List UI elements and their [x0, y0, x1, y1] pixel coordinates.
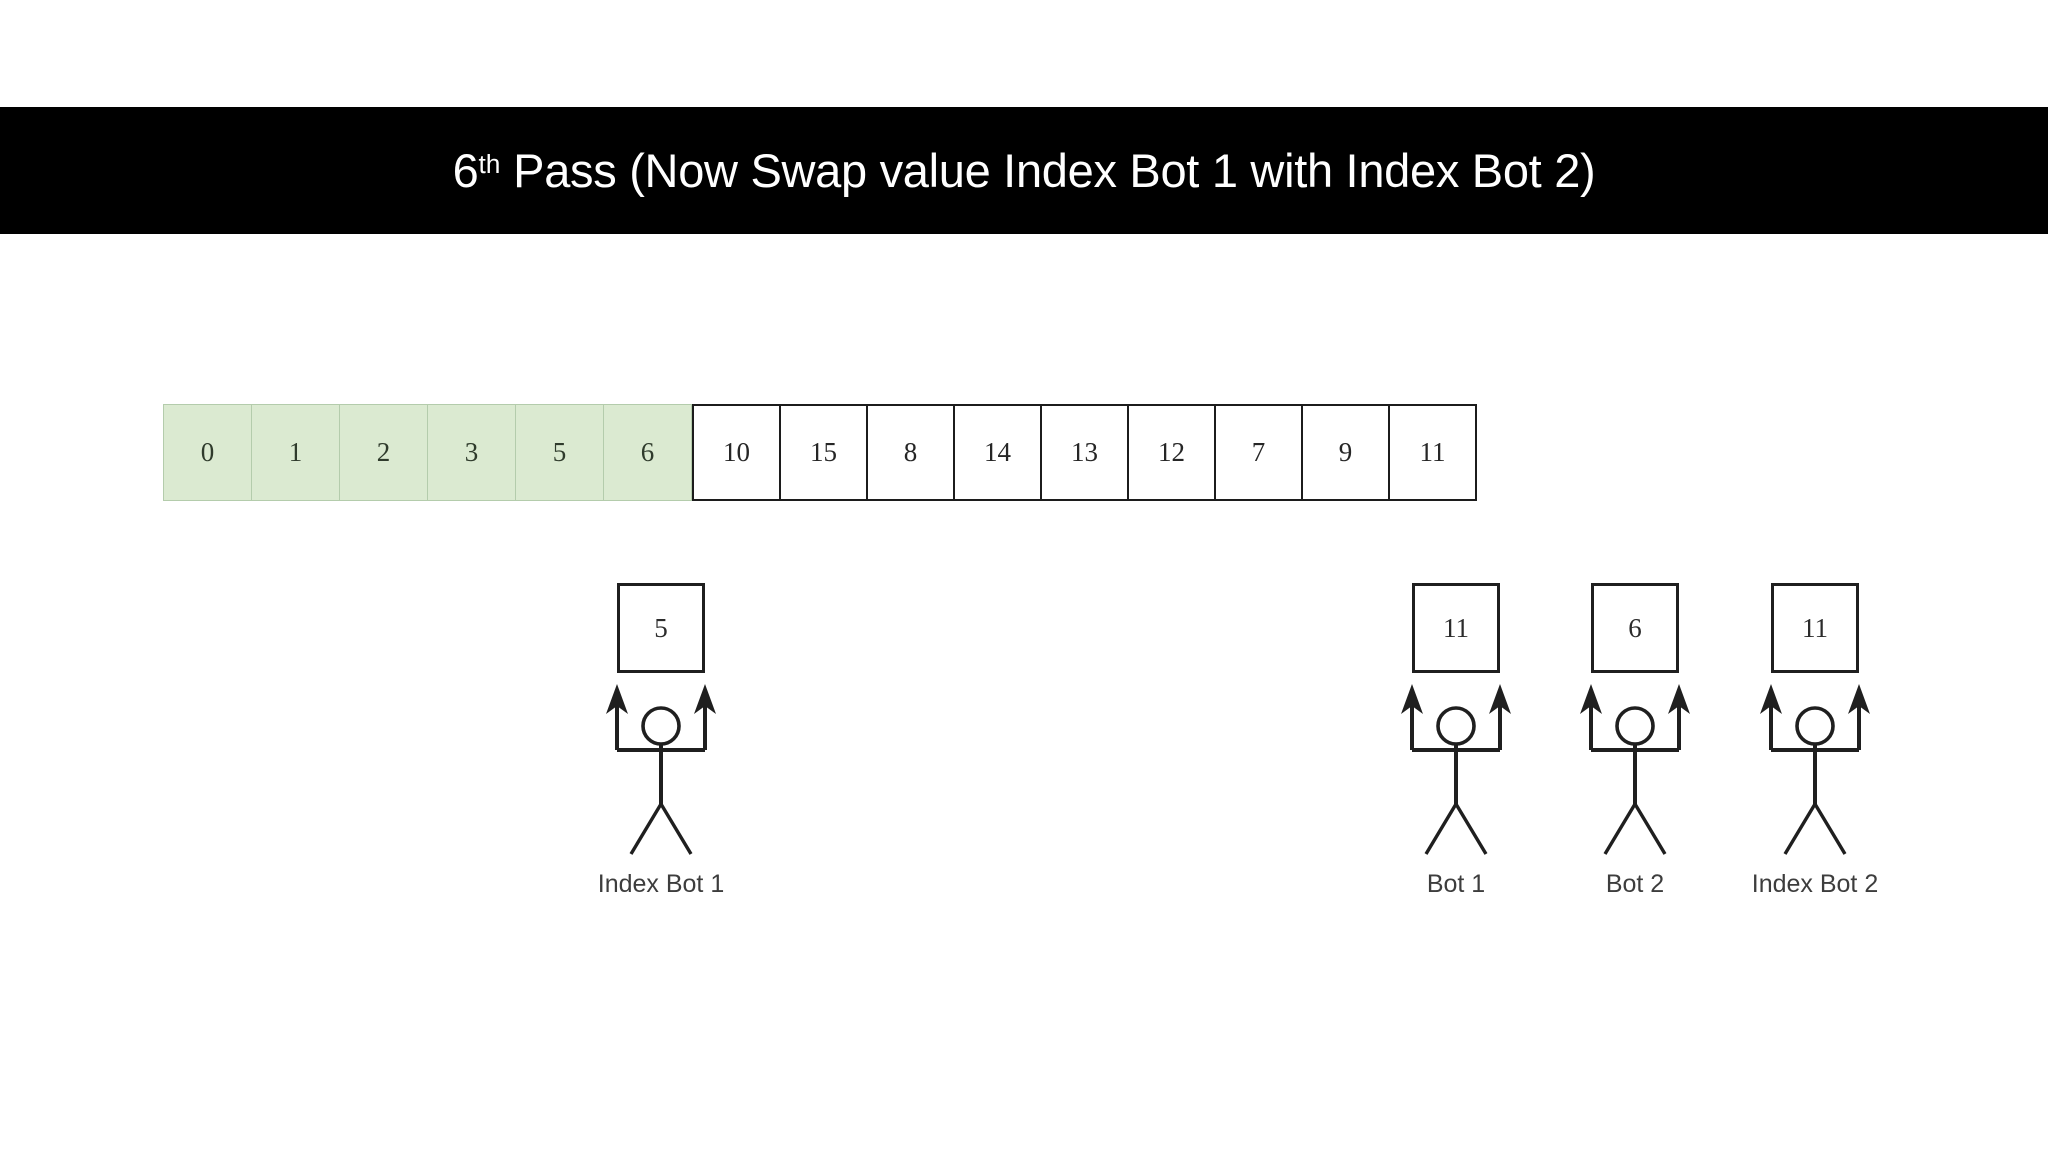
array-cell[interactable]: 15: [779, 404, 868, 501]
array-cell[interactable]: 1: [251, 404, 340, 501]
title-banner: 6th Pass (Now Swap value Index Bot 1 wit…: [0, 107, 2048, 234]
stick-figure-icon: [1580, 684, 1690, 855]
title-remainder: Pass (Now Swap value Index Bot 1 with In…: [500, 144, 1596, 197]
array-cell[interactable]: 10: [692, 404, 781, 501]
stick-figure-icon: [1401, 684, 1511, 855]
array-cell[interactable]: 5: [515, 404, 604, 501]
left-arrow-head-icon: [1401, 684, 1423, 714]
bot-held-value-box[interactable]: 6: [1591, 583, 1679, 673]
array-cell[interactable]: 8: [866, 404, 955, 501]
array-cell[interactable]: 13: [1040, 404, 1129, 501]
title-ordinal-number: 6: [452, 144, 479, 197]
legs-line: [629, 803, 693, 855]
bot-label: Index Bot 1: [597, 870, 725, 898]
bot-label: Bot 1: [1426, 870, 1486, 898]
left-arrow-head-icon: [1760, 684, 1782, 714]
legs-line: [1603, 803, 1667, 855]
title-ordinal-suffix: th: [478, 149, 501, 180]
right-arrow-head-icon: [1848, 684, 1870, 714]
left-arrow-head-icon: [1580, 684, 1602, 714]
right-arrow-head-icon: [1668, 684, 1690, 714]
array-cell[interactable]: 12: [1127, 404, 1216, 501]
stick-figure-icon: [606, 684, 716, 855]
right-arrow-head-icon: [1489, 684, 1511, 714]
bot-held-value-box[interactable]: 5: [617, 583, 705, 673]
legs-line: [1783, 803, 1847, 855]
array-cell[interactable]: 2: [339, 404, 428, 501]
legs-line: [1424, 803, 1488, 855]
bot-held-value-box[interactable]: 11: [1771, 583, 1859, 673]
head-circle: [641, 706, 681, 746]
head-circle: [1795, 706, 1835, 746]
page-title: 6th Pass (Now Swap value Index Bot 1 wit…: [453, 143, 1596, 198]
head-circle: [1436, 706, 1476, 746]
left-arrow-head-icon: [606, 684, 628, 714]
stick-figure-icon: [1760, 684, 1870, 855]
array-cell[interactable]: 9: [1301, 404, 1390, 501]
array-cell[interactable]: 14: [953, 404, 1042, 501]
array-cell[interactable]: 6: [603, 404, 692, 501]
bot-held-value-box[interactable]: 11: [1412, 583, 1500, 673]
bot-label: Index Bot 2: [1751, 870, 1879, 898]
bot-label: Bot 2: [1605, 870, 1665, 898]
array-cell[interactable]: 7: [1214, 404, 1303, 501]
array-cell[interactable]: 0: [163, 404, 252, 501]
array-cell[interactable]: 11: [1388, 404, 1477, 501]
array-cell[interactable]: 3: [427, 404, 516, 501]
right-arrow-head-icon: [694, 684, 716, 714]
head-circle: [1615, 706, 1655, 746]
